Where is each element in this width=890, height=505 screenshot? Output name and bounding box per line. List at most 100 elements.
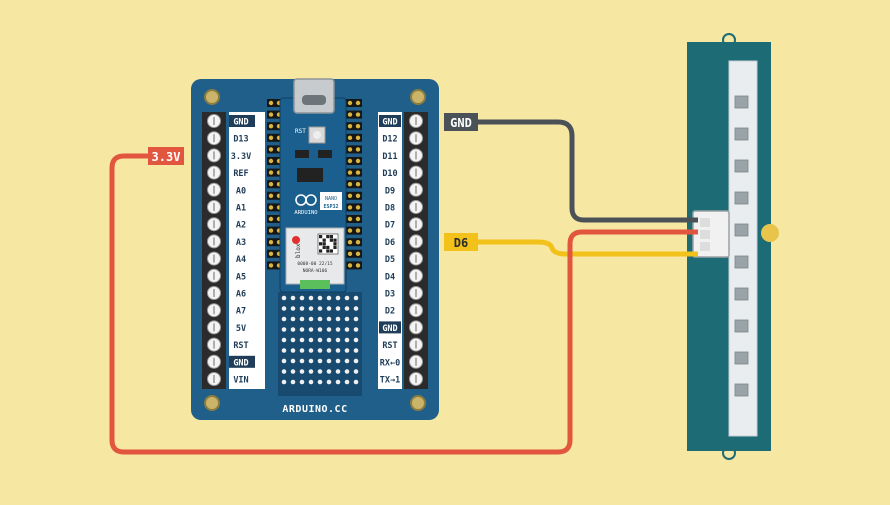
- left-pin-gnd-bg: [229, 355, 255, 368]
- proto-hole: [353, 337, 359, 343]
- proto-hole: [299, 316, 305, 322]
- proto-hole: [290, 379, 296, 385]
- proto-hole: [326, 327, 332, 332]
- gnd-label-text: GND: [450, 116, 472, 130]
- header-pin: [268, 124, 274, 129]
- right-pin-gnd-bg: [379, 321, 401, 334]
- qr-cell: [326, 245, 330, 249]
- header-pin: [347, 100, 353, 106]
- proto-hole: [317, 327, 323, 332]
- reset-button-cap: [313, 131, 321, 139]
- right-pin-gnd-bg: [379, 115, 401, 127]
- proto-hole: [317, 316, 323, 322]
- left-pin-label: VIN: [233, 376, 248, 386]
- header-pin: [355, 182, 361, 187]
- proto-hole: [290, 348, 296, 353]
- header-pin: [355, 205, 361, 210]
- sensor-pad: [734, 351, 749, 365]
- right-pin-label: D7: [385, 221, 395, 231]
- proto-hole: [299, 295, 305, 301]
- proto-hole: [326, 358, 332, 364]
- left-pin-label: GND: [233, 358, 248, 368]
- proto-hole: [335, 358, 341, 364]
- mount-hole-bl: [204, 395, 220, 411]
- proto-hole: [281, 327, 287, 332]
- header-pin: [268, 193, 274, 198]
- header-pin: [347, 112, 353, 117]
- proto-hole: [308, 327, 314, 332]
- header-pin: [355, 228, 361, 233]
- mount-hole-tl: [204, 89, 220, 105]
- proto-hole: [281, 306, 287, 311]
- header-pin: [347, 182, 353, 187]
- proto-hole: [281, 295, 287, 301]
- left-pin-label: A7: [236, 307, 246, 317]
- right-pin-label: D5: [385, 255, 395, 265]
- proto-hole: [326, 316, 332, 322]
- header-pin: [355, 240, 361, 245]
- proto-hole: [353, 358, 359, 364]
- header-pin: [355, 263, 361, 268]
- proto-hole: [335, 337, 341, 343]
- qr-cell: [333, 242, 337, 246]
- usb-c-connector-icon: [293, 78, 335, 114]
- proto-hole: [299, 379, 305, 385]
- left-pin-label: A5: [236, 272, 246, 282]
- sensor-pad: [734, 255, 749, 269]
- left-pin-label: A0: [236, 186, 246, 196]
- header-pin: [355, 170, 361, 175]
- header-pin: [355, 193, 361, 198]
- qr-cell: [322, 238, 326, 242]
- left-pin-label: D13: [233, 135, 248, 145]
- power-wire: [109, 153, 698, 455]
- proto-hole: [317, 295, 323, 301]
- proto-hole: [353, 327, 359, 332]
- header-pin: [347, 158, 353, 164]
- proto-hole: [317, 337, 323, 343]
- proto-hole: [290, 337, 296, 343]
- proto-hole: [281, 337, 287, 343]
- proto-hole: [344, 327, 350, 332]
- proto-hole: [299, 327, 305, 332]
- sensor-pad: [734, 95, 749, 109]
- header-pin: [347, 124, 353, 129]
- proto-hole: [353, 295, 359, 301]
- antenna: [300, 280, 330, 289]
- sensor-pad: [734, 319, 749, 333]
- header-pin: [347, 263, 353, 268]
- header-pin: [268, 112, 274, 117]
- proto-hole: [344, 337, 350, 343]
- header-pin: [347, 205, 353, 210]
- qr-cell: [319, 235, 323, 239]
- proto-hole: [335, 348, 341, 353]
- header-pin: [355, 135, 361, 140]
- right-terminal-screws: [409, 114, 423, 386]
- proto-hole: [290, 295, 296, 301]
- proto-hole: [335, 369, 341, 374]
- mount-hole-br: [410, 395, 426, 411]
- proto-hole: [353, 348, 359, 353]
- proto-hole: [308, 306, 314, 311]
- proto-hole: [344, 316, 350, 322]
- proto-hole: [344, 369, 350, 374]
- sensor-pad: [734, 223, 749, 237]
- proto-hole: [326, 306, 332, 311]
- qr-cell: [322, 245, 326, 249]
- header-pin: [268, 147, 274, 152]
- right-pin-label: GND: [382, 324, 397, 334]
- module-rst-label: RST: [295, 128, 306, 135]
- ublox-logo-icon: [292, 236, 300, 244]
- qr-cell: [329, 238, 333, 242]
- right-pin-label: RST: [382, 341, 397, 351]
- qr-cell: [319, 249, 323, 253]
- proto-hole: [281, 369, 287, 374]
- header-pin: [355, 124, 361, 129]
- header-pin: [268, 170, 274, 175]
- signal-label-text: D6: [454, 236, 468, 250]
- proto-hole: [326, 295, 332, 301]
- qr-cell: [326, 249, 330, 253]
- nano-esp32-module: RST ARDUINO NANO ESP32 blox 0008-00 22/1…: [279, 78, 347, 293]
- header-pin: [355, 100, 361, 106]
- header-pin: [268, 100, 274, 106]
- proto-hole: [308, 295, 314, 301]
